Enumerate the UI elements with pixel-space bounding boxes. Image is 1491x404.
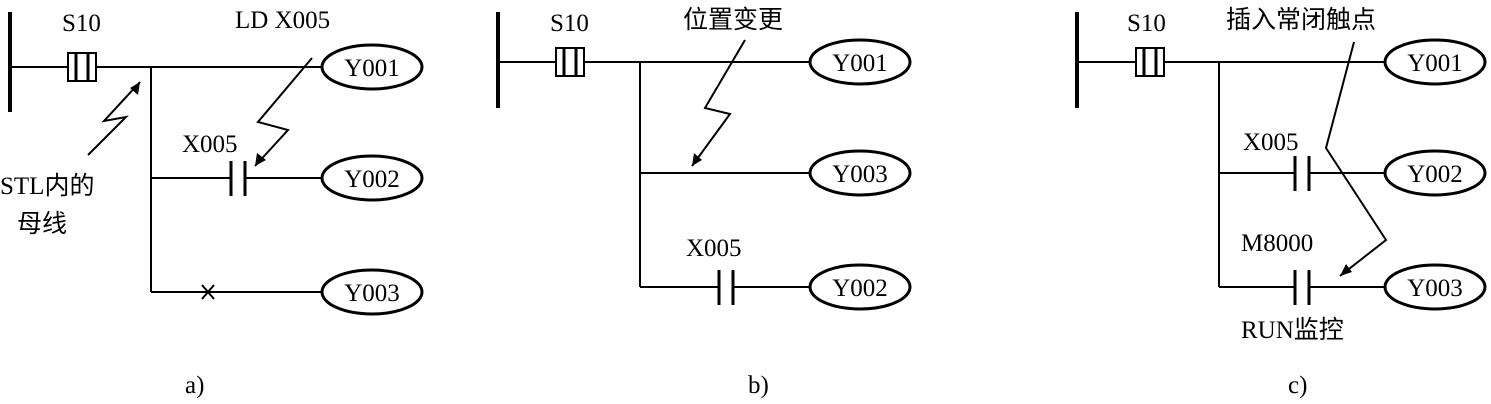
stl-state-contact — [67, 52, 97, 82]
coil-y002: Y002 — [808, 263, 912, 311]
arrow-head — [1340, 264, 1352, 276]
state-label: S10 — [550, 10, 589, 37]
arrow-head — [255, 153, 266, 166]
bus-note-text: 母线 — [17, 210, 67, 238]
svg-text:Y002: Y002 — [1407, 161, 1463, 188]
contact-x005 — [229, 161, 247, 196]
callout-arrow — [1324, 41, 1388, 277]
coil-y002: Y002 — [1383, 149, 1487, 197]
panel-caption: b) — [748, 372, 769, 399]
bus-note-text: STL内的 — [0, 172, 94, 200]
contact-label: X005 — [686, 235, 742, 262]
bus-note-arrow — [87, 81, 141, 156]
coil-y003: Y003 — [320, 268, 424, 316]
panel-caption: a) — [185, 372, 204, 399]
panel-c: S10 Y001 X005 Y002 M8000 RUN监控 Y003 — [1075, 6, 1487, 399]
contact-x005 — [1293, 156, 1311, 191]
svg-text:Y003: Y003 — [832, 161, 888, 188]
panel-caption: c) — [1288, 372, 1307, 399]
svg-text:Y002: Y002 — [832, 275, 888, 302]
state-label: S10 — [62, 10, 101, 37]
contact-note: RUN监控 — [1241, 316, 1344, 344]
callout-label: 插入常闭触点 — [1226, 6, 1376, 34]
arrow-head — [692, 153, 702, 166]
svg-text:Y001: Y001 — [1407, 50, 1463, 77]
svg-text:Y001: Y001 — [832, 50, 888, 77]
contact-label: X005 — [1243, 129, 1299, 156]
stl-state-contact — [555, 47, 585, 77]
cross-mark — [201, 284, 215, 300]
contact-label: M8000 — [1241, 230, 1313, 257]
svg-text:Y002: Y002 — [344, 166, 400, 193]
callout-arrow — [691, 39, 746, 167]
callout-arrow — [254, 57, 313, 167]
callout-label: LD X005 — [235, 7, 330, 34]
svg-text:Y003: Y003 — [344, 280, 400, 307]
coil-y001: Y001 — [808, 38, 912, 86]
coil-y003: Y003 — [1383, 263, 1487, 311]
coil-y002: Y002 — [320, 154, 424, 202]
panel-b: S10 Y001 Y003 X005 Y002 位置变更 b) — [496, 6, 912, 399]
contact-x005 — [717, 270, 735, 305]
coil-y001: Y001 — [320, 43, 424, 91]
svg-text:Y001: Y001 — [344, 55, 400, 82]
stl-state-contact — [1135, 47, 1165, 77]
panel-a: S10 Y001 X005 Y002 Y003 LD X005 — [0, 7, 424, 399]
coil-y001: Y001 — [1383, 38, 1487, 86]
contact-m8000 — [1293, 270, 1311, 305]
callout-label: 位置变更 — [683, 6, 783, 34]
arrow-head — [130, 82, 140, 95]
coil-y003: Y003 — [808, 149, 912, 197]
svg-text:Y003: Y003 — [1407, 275, 1463, 302]
contact-label: X005 — [182, 131, 238, 158]
state-label: S10 — [1127, 10, 1166, 37]
